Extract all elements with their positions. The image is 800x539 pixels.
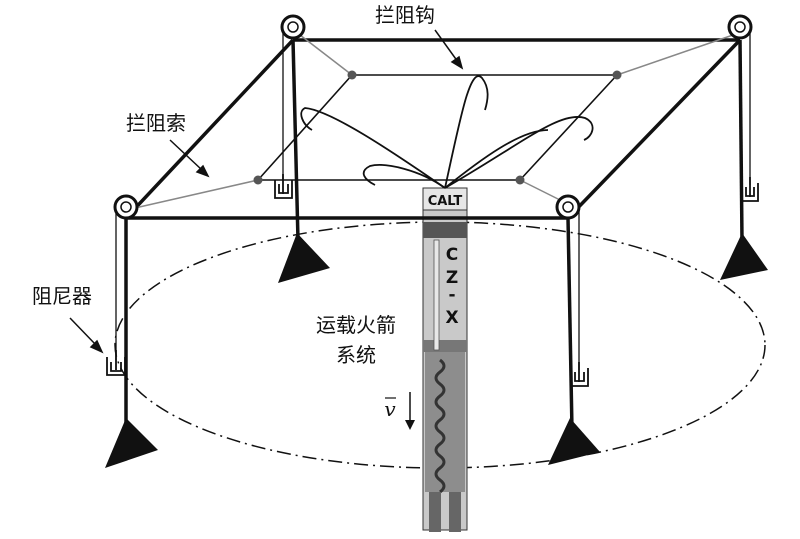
- corner-cable-br: [519, 179, 561, 201]
- junction-br: [515, 175, 525, 185]
- damper-back-left: [274, 174, 293, 199]
- corner-cable-bl: [134, 179, 259, 209]
- pulley-hub-bl: [287, 21, 299, 33]
- corner-cables: [134, 34, 734, 209]
- damper-cables: [115, 30, 751, 370]
- damper-back-right: [741, 177, 759, 202]
- anchor-back-right: [720, 233, 768, 280]
- pulley-hub-fr: [562, 201, 574, 213]
- rocket-side-text-1: C: [446, 245, 458, 265]
- inner-left: [257, 74, 353, 181]
- hook-leader-head: [450, 55, 464, 70]
- damper-front-left: [106, 350, 126, 376]
- rocket-engine-right: [449, 492, 461, 532]
- leader-arrows: [69, 29, 464, 354]
- cable-junctions: [253, 70, 622, 185]
- cable-leader-line: [169, 139, 203, 171]
- inner-right: [519, 74, 618, 181]
- damper-leader-head: [89, 339, 104, 354]
- rocket-top-text: CALT: [428, 194, 463, 209]
- hook-leader-line: [434, 29, 459, 63]
- corner-cable-tr: [616, 34, 734, 76]
- cable-leader-head: [195, 164, 210, 178]
- hook-curve-1: [444, 75, 489, 189]
- frame-right-edge: [566, 38, 742, 220]
- rocket-interstage: [423, 222, 467, 238]
- pulley-hubs: [120, 21, 746, 213]
- rocket: CALT C Z - X: [422, 187, 468, 532]
- frame: [124, 38, 744, 431]
- post-back-left: [291, 39, 300, 241]
- corner-cable-tl: [299, 34, 353, 76]
- hook-curve-5: [444, 129, 549, 189]
- junction-tr: [612, 70, 622, 80]
- hook-curve-3: [300, 107, 446, 189]
- label-arresting-cable: 拦阻索: [126, 111, 186, 135]
- hook-curve-2: [444, 116, 594, 189]
- rocket-engine-left: [429, 492, 441, 532]
- velocity-label: v: [384, 397, 396, 421]
- rocket-side-text-3: -: [448, 285, 455, 305]
- ground-anchors: [105, 233, 768, 468]
- rocket-spiral-pattern: [434, 358, 446, 494]
- junction-bl: [253, 175, 263, 185]
- label-system-line2: 系统: [336, 343, 376, 367]
- rocket-lower-section: [425, 352, 465, 492]
- pulley-hub-br: [734, 21, 746, 33]
- damper-front-right: [570, 362, 589, 387]
- rocket-tube: [433, 239, 440, 351]
- anchor-back-left: [278, 233, 330, 283]
- label-damper: 阻尼器: [32, 284, 92, 308]
- velocity-arrow-head: [405, 420, 415, 430]
- rocket-side-text-2: Z: [446, 268, 458, 288]
- arresting-hooks: [300, 75, 594, 189]
- post-back-right: [738, 39, 744, 241]
- rocket-side-text-4: X: [445, 308, 458, 328]
- anchor-front-right: [548, 418, 600, 465]
- label-arresting-hook: 拦阻钩: [375, 3, 435, 27]
- post-front-right: [566, 217, 574, 431]
- junction-tl: [347, 70, 357, 80]
- hook-curve-4: [362, 164, 446, 189]
- damper-leader-line: [69, 317, 97, 346]
- label-system-line1: 运载火箭: [316, 313, 396, 337]
- velocity-indicator: v: [384, 392, 415, 430]
- dampers: [106, 174, 759, 387]
- inner-cable-net: [257, 74, 618, 181]
- rocket-stage-line: [423, 340, 467, 352]
- frame-left-edge: [124, 38, 295, 220]
- pulley-hub-fl: [120, 201, 132, 213]
- anchor-front-left: [105, 418, 158, 468]
